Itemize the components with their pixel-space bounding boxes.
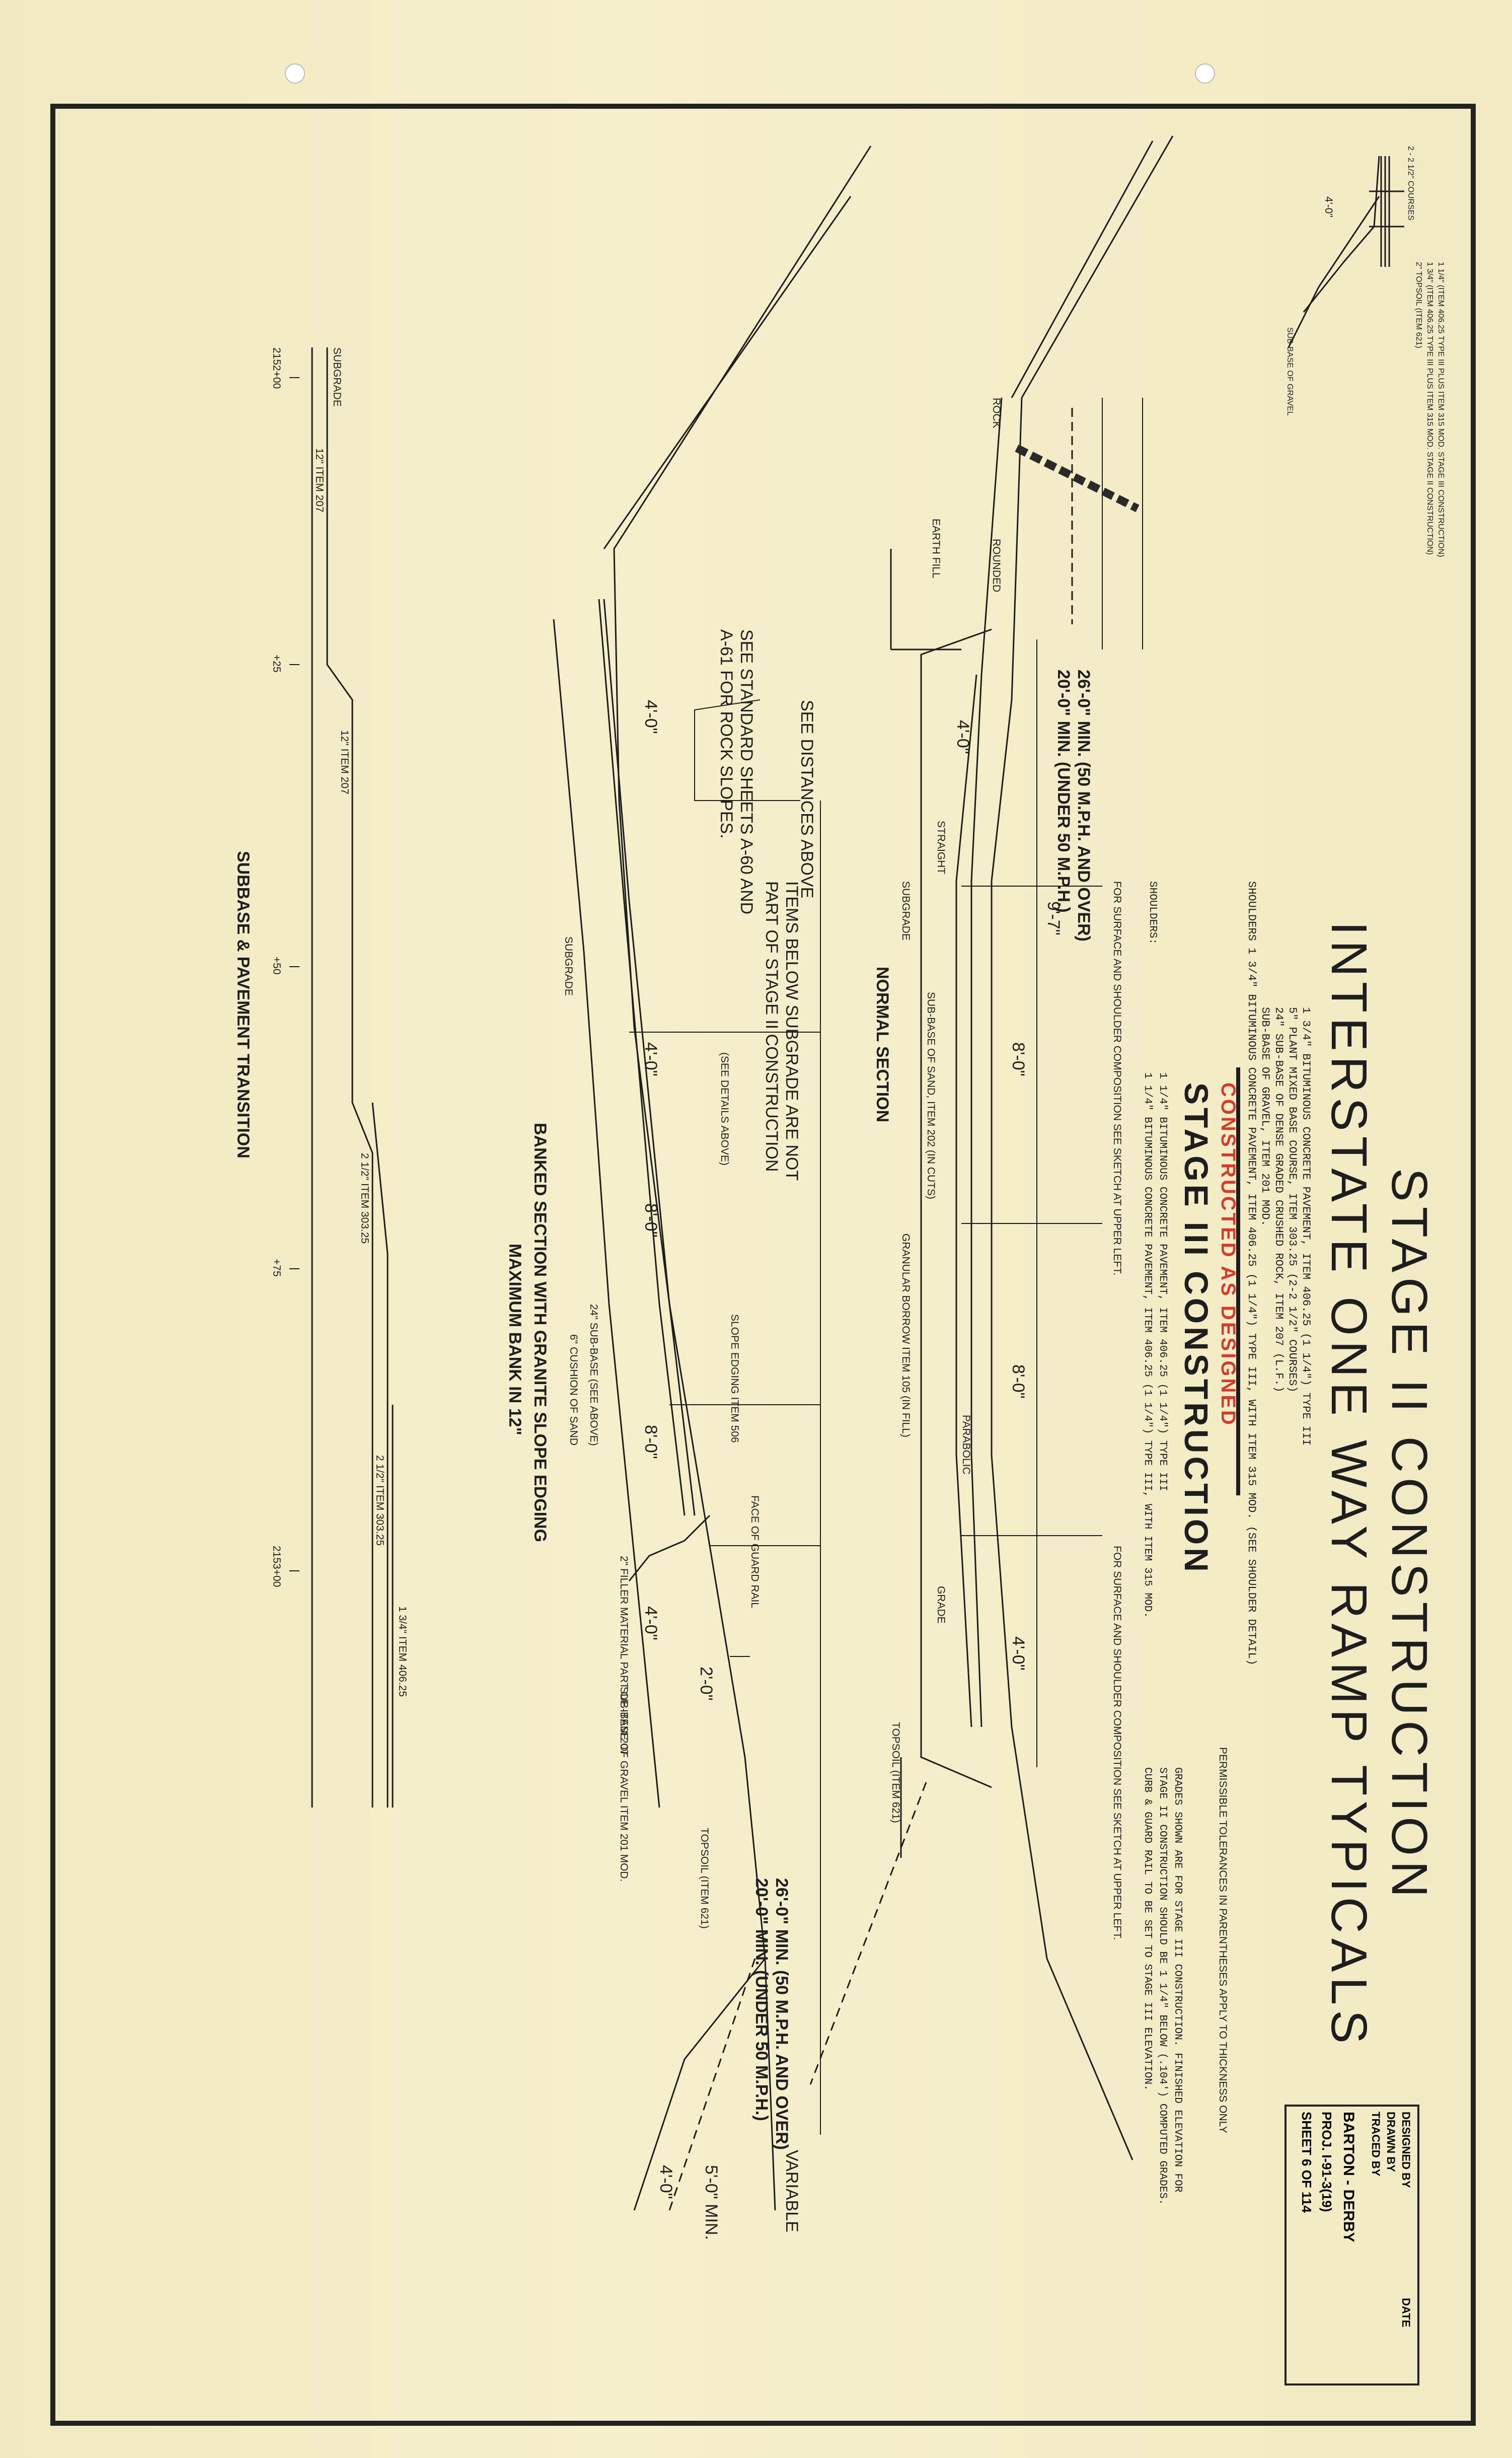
normal-section-label: NORMAL SECTION <box>873 967 892 1123</box>
banked-dim-7: 4'-0" <box>656 2165 675 2199</box>
label-slope-edging: SLOPE EDGING ITEM 506 <box>729 1314 740 1443</box>
label-grade: GRADE <box>935 1586 947 1624</box>
cross-section-drawing <box>289 135 1404 2211</box>
rock-slopes-note-1: SEE STANDARD SHEETS A-60 AND <box>737 629 756 915</box>
label-subgrade: SUBGRADE <box>900 881 912 941</box>
shoulder-detail-dim: 4'-0" <box>1323 196 1334 218</box>
normal-section-lines <box>809 135 1174 2160</box>
spec-line-1: 1 3/4" BITUMINOUS CONCRETE PAVEMENT, ITE… <box>1300 1007 1312 1446</box>
title-line-2: INTERSTATE ONE WAY RAMP TYPICALS <box>1321 921 1377 2049</box>
punch-hole <box>1195 63 1215 84</box>
normal-dim-2: 8'-0" <box>1009 1042 1028 1076</box>
below-subgrade-note-1: ITEMS BELOW SUBGRADE ARE NOT <box>782 881 801 1181</box>
normal-dim-3: 8'-0" <box>1009 1364 1028 1399</box>
spec-line-5: SHOULDERS 1 3/4" BITUMINOUS CONCRETE PAV… <box>1245 881 1258 1666</box>
transition-303-a: 2 1/2" ITEM 303.25 <box>359 1153 370 1244</box>
banked-section-sub: MAXIMUM BANK IN 12" <box>505 1244 524 1435</box>
see-distances-note: SEE DISTANCES ABOVE <box>797 700 816 899</box>
label-granular-borrow: GRANULAR BORROW ITEM 105 (IN FILL) <box>900 1234 912 1437</box>
tb-designed: DESIGNED BY <box>1400 2112 1412 2188</box>
transition-subgrade: SUBGRADE <box>331 347 343 407</box>
grades-note-1: GRADES SHOWN ARE FOR STAGE III CONSTRUCT… <box>1172 1767 1183 2193</box>
tb-traced: TRACED BY <box>1370 2112 1382 2177</box>
transition-406: 1 3/4" ITEM 406.25 <box>397 1606 408 1697</box>
transition-lines <box>289 347 394 1808</box>
banked-dim-4: 8'-0" <box>641 1425 660 1459</box>
label-face-guard-rail: FACE OF GUARD RAIL <box>749 1495 761 1609</box>
title-block: DESIGNED BY DRAWN BY TRACED BY DATE BART… <box>1284 2105 1419 2385</box>
surface-note-left: FOR SURFACE AND SHOULDER COMPOSITION SEE… <box>1111 881 1123 1276</box>
tb-proj-no: PROJ. I-91-3(19) <box>1319 2112 1334 2212</box>
banked-width-note-2: 20'-0" MIN. (UNDER 50 M.P.H.) <box>752 1878 771 2121</box>
station-2: +25 <box>271 655 282 673</box>
label-straight: STRAIGHT <box>935 821 947 875</box>
banked-dim-5: 4'-0" <box>641 1606 660 1640</box>
below-subgrade-note-2: PART OF STAGE II CONSTRUCTION <box>762 881 781 1172</box>
tb-sheet: SHEET 6 OF 114 <box>1299 2112 1314 2213</box>
normal-dim-4: 4'-0" <box>1009 1636 1028 1671</box>
banked-section-lines <box>553 146 872 2211</box>
label-earth-fill: EARTH FILL <box>930 519 942 579</box>
title-line-1: STAGE II CONSTRUCTION <box>1381 1168 1438 1903</box>
station-1: 2152+00 <box>271 347 282 389</box>
spec-line-2: 5" PLANT MIXED BASE COURSE, ITEM 303.25 … <box>1286 1007 1299 1393</box>
banked-dim-2: 4'-0" <box>641 1042 660 1076</box>
normal-dim-5: 9'-7" <box>1044 901 1063 935</box>
transition-303-b: 2 1/2" ITEM 303.25 <box>374 1455 386 1546</box>
label-24-subbase: 24" SUB-BASE (SEE ABOVE) <box>588 1304 599 1446</box>
banked-section-label: BANKED SECTION WITH GRANITE SLOPE EDGING <box>531 1123 550 1543</box>
label-parabolic: PARABOLIC <box>960 1415 972 1475</box>
tb-project: BARTON - DERBY <box>1340 2112 1357 2243</box>
label-subbase-sand: SUB-BASE OF SAND, ITEM 202 (IN CUTS) <box>925 992 937 1199</box>
shoulder-detail-line-2: 1 3/4" (ITEM 406.25 TYPE III PLUS ITEM 3… <box>1425 262 1434 555</box>
tb-drawn: DRAWN BY <box>1385 2112 1397 2172</box>
sheet-border <box>50 104 1476 2426</box>
shoulder-detail-line-4: SUB-BASE OF GRAVEL <box>1286 327 1294 416</box>
surface-note-right: FOR SURFACE AND SHOULDER COMPOSITION SEE… <box>1111 1546 1123 1940</box>
banked-dim-3: 8'-0" <box>641 1203 660 1238</box>
label-subbase-gravel: SUB-BASE OF GRAVEL ITEM 201 MOD. <box>618 1687 630 1882</box>
label-subgrade-banked: SUBGRADE <box>563 936 574 996</box>
normal-width-note-1: 26'-0" MIN. (50 M.P.H. AND OVER) <box>1074 670 1093 942</box>
station-4: +75 <box>271 1259 282 1277</box>
normal-dim-1: 4'-0" <box>953 720 972 754</box>
spec-line-4: SUB-BASE OF GRAVEL, ITEM 201 MOD. <box>1259 1007 1271 1226</box>
rock-slopes-note-2: A-61 FOR ROCK SLOPES. <box>717 629 736 839</box>
normal-width-note-2: 20'-0" MIN. (UNDER 50 M.P.H.) <box>1054 670 1073 913</box>
station-5: 2153+00 <box>271 1546 282 1587</box>
label-rock: ROCK <box>991 398 1002 428</box>
spec-line-3: 24" SUB-BASE OF DENSE GRADED CRUSHED ROC… <box>1272 1007 1285 1393</box>
banked-width-note-1: 26'-0" MIN. (50 M.P.H. AND OVER) <box>772 1878 791 2150</box>
stage3-heading: STAGE III CONSTRUCTION <box>1178 1082 1215 1575</box>
tb-date: DATE <box>1400 2298 1412 2328</box>
transition-207-a: 12" ITEM 207 <box>314 448 325 513</box>
shoulders-label: SHOULDERS: <box>1147 881 1158 945</box>
grades-note-2: STAGE II CONSTRUCTION SHOULD BE 1 1/4" B… <box>1157 1767 1168 2205</box>
transition-207-b: 12" ITEM 207 <box>339 730 350 794</box>
stage3-line-2: 1 1/4" BITUMINOUS CONCRETE PAVEMENT, ITE… <box>1142 1072 1153 1618</box>
shoulder-detail <box>1288 156 1404 348</box>
rotated-drawing: STAGE II CONSTRUCTION INTERSTATE ONE WAY… <box>55 96 1455 2402</box>
banked-dim-1: 4'-0" <box>641 700 660 734</box>
shoulder-detail-courses: 2 - 2 1/2" COURSES <box>1406 146 1415 221</box>
grades-note-3: CURB & GUARD RAIL TO BE SET TO STAGE III… <box>1142 1767 1153 2091</box>
banked-dim-8: 5'-0" MIN. <box>702 2165 721 2240</box>
label-details-above: (SEE DETAILS ABOVE) <box>719 1052 730 1166</box>
shoulder-detail-line-1: 1 1/4" (ITEM 406.25 TYPE III PLUS ITEM 3… <box>1437 262 1445 557</box>
label-topsoil: TOPSOIL (ITEM 621) <box>890 1722 901 1823</box>
station-3: +50 <box>271 957 282 975</box>
shoulder-detail-line-3: 2" TOPSOIL (ITEM 621) <box>1414 262 1423 348</box>
label-cushion: 6" CUSHION OF SAND <box>568 1334 579 1445</box>
banked-dim-9: VARIABLE <box>782 2150 801 2232</box>
transition-label: SUBBASE & PAVEMENT TRANSITION <box>234 851 253 1159</box>
tolerance-note: PERMISSIBLE TOLERANCES IN PARENTHESES AP… <box>1217 1747 1229 2133</box>
label-topsoil-banked: TOPSOIL (ITEM 621) <box>699 1828 710 1929</box>
constructed-stamp: CONSTRUCTED AS DESIGNED <box>1217 1082 1239 1427</box>
stage3-line-1: 1 1/4" BITUMINOUS CONCRETE PAVEMENT, ITE… <box>1157 1072 1168 1491</box>
banked-dim-6: 2'-0" <box>697 1667 716 1701</box>
punch-hole <box>285 63 305 84</box>
label-rounded: ROUNDED <box>991 539 1002 593</box>
